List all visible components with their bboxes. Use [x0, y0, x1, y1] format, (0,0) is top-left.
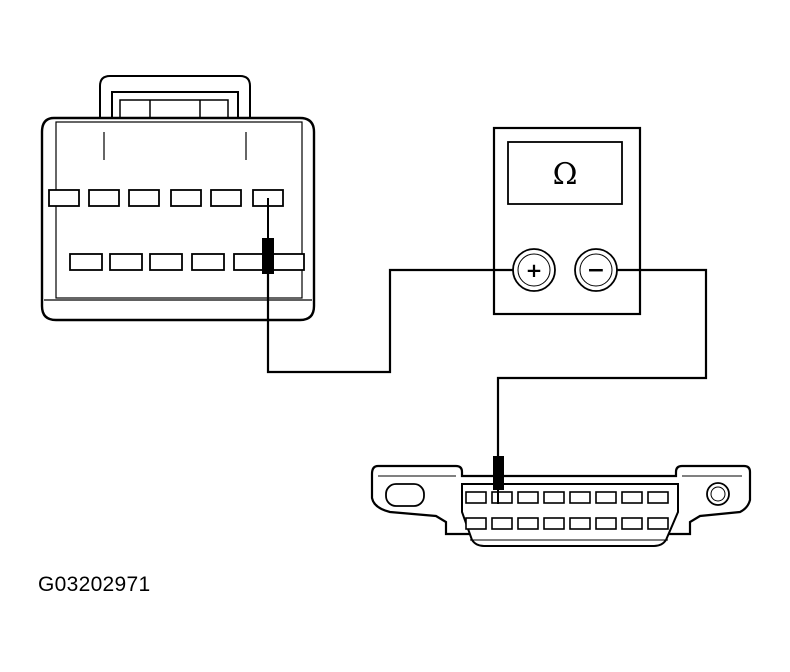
dlc-probe [493, 456, 504, 504]
dlc-lower-pin-row [465, 517, 669, 530]
positive-terminal-label: + [526, 258, 543, 282]
connector-body-inner [55, 121, 303, 299]
module-probe [262, 198, 274, 274]
connector-lower-pin-row [69, 253, 305, 271]
connector-upper-pin-row [48, 189, 284, 207]
negative-lead-wire [496, 268, 708, 458]
dlc-upper-pin-row [465, 491, 669, 504]
ohm-symbol: Ω [553, 157, 578, 192]
module-connector [40, 75, 316, 322]
connector-body [40, 116, 316, 322]
ohmmeter-display [507, 141, 623, 205]
dlc-mount-slot [385, 483, 425, 507]
dlc-pin-tested [465, 491, 487, 504]
dlc-connector [370, 464, 752, 547]
dlc-mount-hole [706, 482, 730, 506]
negative-terminal-label: − [587, 257, 605, 283]
figure-code: G03202971 [38, 573, 151, 596]
positive-lead-wire [266, 268, 513, 374]
ohmmeter: Ω + − [492, 126, 642, 316]
